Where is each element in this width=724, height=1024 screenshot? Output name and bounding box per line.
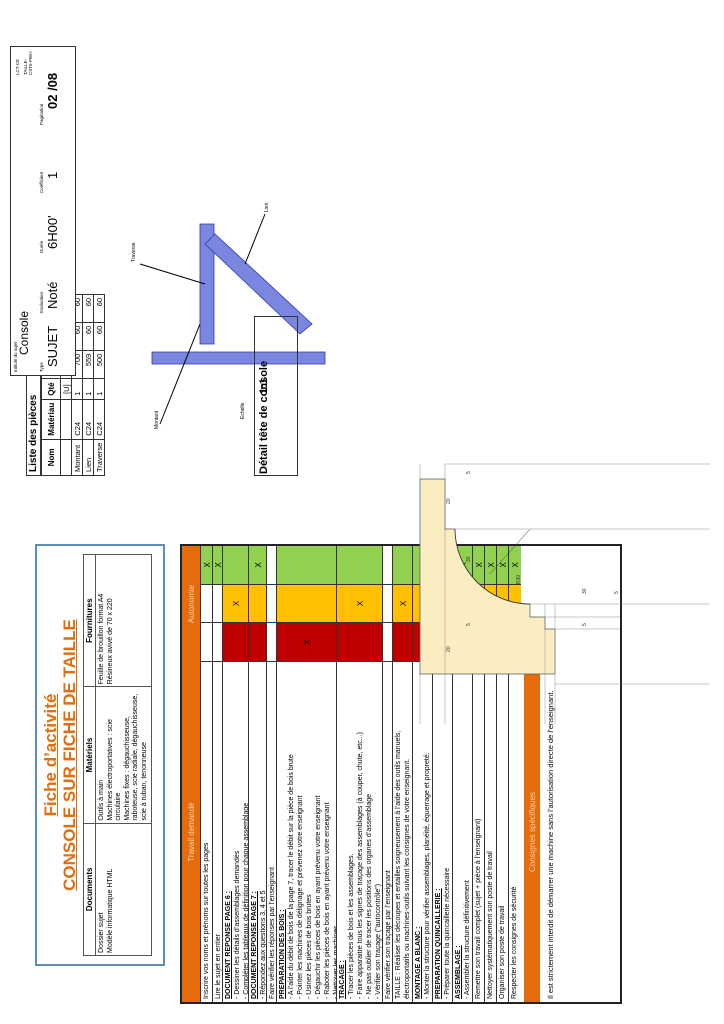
detail-arc [454,528,531,605]
coef-label: Coefficient [39,171,44,193]
lien-piece [204,233,313,335]
radius-leader [489,528,531,575]
type-label: Type [39,362,44,372]
dim-30: 30 [466,556,472,562]
dim-5c: 5 [582,623,588,626]
dim-30b: 30 [582,588,588,594]
dim-20: 20 [446,646,452,652]
code2: TAILLE-CST5-PIEH [23,51,33,75]
page-label: Pagination [39,103,44,125]
intitule-value: Console [17,310,31,355]
scale-label: Echelle [240,402,246,419]
dim-5a: 5 [466,623,472,626]
dim-5d: 5 [614,591,620,594]
label-traverse: Traverse [131,242,137,262]
traverse-piece [151,351,326,365]
coef-value: 1 [45,171,60,179]
detail-profile [419,478,556,675]
page-value: 02 /08 [45,72,60,109]
label-montant: Montant [154,410,160,429]
eval-label: Evaluation [39,291,44,313]
dimension-values: 20 5 30 20 5 5 30 5 R30 [446,471,620,652]
dim-5b: 5 [466,471,472,474]
code1: LCT-CE [15,58,20,75]
eval-value: Noté [45,281,60,309]
title-block: Intitulé du sujet Console Type SUJET Eva… [10,46,76,376]
console-3d-view: Montant Traverse Lien [131,202,326,429]
type-value: SUJET [45,325,60,367]
dim-20b: 20 [446,498,452,504]
scale-value: 1:1 [258,378,270,394]
dimension-lines [419,463,710,724]
duree-value: 6H00' [45,215,60,249]
duree-label: Durée [39,240,44,253]
label-lien: Lien [264,202,270,212]
dim-radius: R30 [516,575,522,584]
montant-piece [199,223,215,345]
